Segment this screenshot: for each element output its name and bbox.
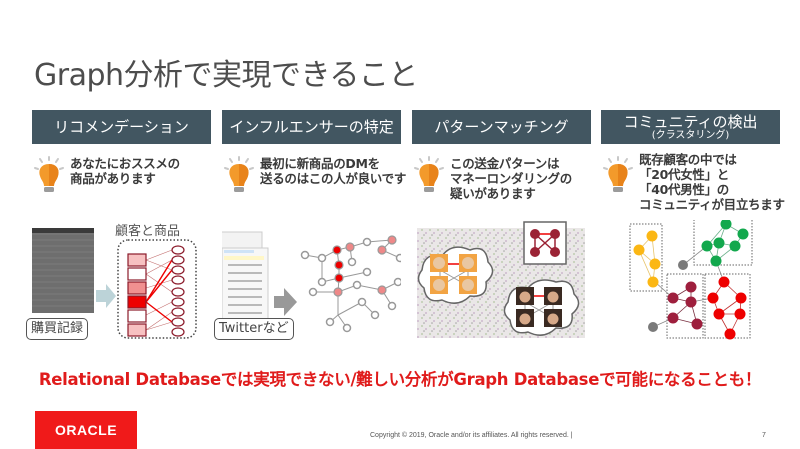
tip-line: マネーロンダリングの bbox=[450, 171, 573, 186]
column-header: リコメンデーション bbox=[32, 110, 211, 144]
influencer-illustration: Twitterなど bbox=[213, 220, 405, 345]
column-community-detection: コミュニティの検出 (クラスタリング) 既存顧客の中では 「20代女性」と 「4… bbox=[601, 110, 785, 350]
pattern-match-faces-graph-icon bbox=[417, 221, 585, 338]
tip-line: 既存顧客の中では bbox=[639, 152, 737, 167]
oracle-logo: ORACLE bbox=[35, 411, 137, 449]
slide-title: Graph分析で実現できること bbox=[34, 58, 418, 93]
tip-line: 送るのはこの人が良いです bbox=[260, 171, 407, 186]
insight-tip: この送金パターンは マネーロンダリングの 疑いがあります bbox=[412, 156, 591, 226]
column-header-sublabel: (クラスタリング) bbox=[651, 129, 730, 141]
column-header-label: リコメンデーション bbox=[54, 118, 189, 136]
conclusion-tagline: Relational Databaseでは実現できない/難しい分析がGraph … bbox=[38, 370, 762, 389]
purchase-records-label: 購買記録 bbox=[26, 318, 89, 340]
column-header-label: インフルエンサーの特定 bbox=[229, 118, 394, 136]
insight-tip: 既存顧客の中では 「20代女性」と 「40代男性」の コミュニティが目立ちます bbox=[601, 152, 785, 226]
tip-line: コミュニティが目立ちます bbox=[639, 197, 785, 212]
tip-line: 「40代男性」の bbox=[639, 182, 729, 197]
column-influencer: インフルエンサーの特定 最初に新商品のDMを 送るのはこの人が良いです bbox=[213, 110, 406, 350]
insight-tip: 最初に新商品のDMを 送るのはこの人が良いです bbox=[222, 156, 406, 226]
column-header: コミュニティの検出 (クラスタリング) bbox=[601, 110, 780, 144]
tip-line: この送金パターンは bbox=[450, 156, 560, 171]
column-pattern-matching: パターンマッチング この送金パターンは マネーロンダリングの 疑いがあります bbox=[412, 110, 591, 350]
tip-line: あなたにおススメの bbox=[70, 156, 180, 171]
lightbulb-icon bbox=[603, 156, 633, 192]
logo-text: ORACLE bbox=[54, 422, 118, 438]
customers-products-label: 顧客と商品 bbox=[115, 224, 181, 239]
column-header-label: コミュニティの検出 bbox=[623, 112, 758, 131]
column-header-label: パターンマッチング bbox=[434, 118, 569, 136]
pattern-matching-illustration bbox=[412, 220, 591, 345]
lightbulb-icon bbox=[224, 156, 254, 192]
lightbulb-icon bbox=[414, 156, 444, 192]
tip-text: あなたにおススメの 商品があります bbox=[70, 156, 180, 186]
column-header: インフルエンサーの特定 bbox=[222, 110, 401, 144]
column-recommendation: リコメンデーション あなたにおススメの 商品があります bbox=[26, 110, 211, 350]
lightbulb-icon bbox=[34, 156, 64, 192]
copyright-notice: Copyright © 2019, Oracle and/or its affi… bbox=[370, 432, 573, 439]
tip-line: 最初に新商品のDMを bbox=[260, 156, 380, 171]
recommendation-illustration: 購買記録 顧客と商品 bbox=[26, 220, 211, 345]
twitter-label: Twitterなど bbox=[214, 318, 294, 340]
page-number: 7 bbox=[762, 432, 766, 439]
tip-text: 最初に新商品のDMを 送るのはこの人が良いです bbox=[260, 156, 406, 186]
tip-line: 疑いがあります bbox=[450, 186, 536, 201]
tip-line: 商品があります bbox=[70, 171, 156, 186]
community-clusters-graph-icon bbox=[629, 217, 753, 340]
tip-text: 既存顧客の中では 「20代女性」と 「40代男性」の コミュニティが目立ちます bbox=[639, 152, 785, 212]
community-detection-illustration bbox=[601, 217, 780, 345]
social-feed-to-network-graph-icon bbox=[213, 231, 405, 333]
tip-line: 「20代女性」と bbox=[639, 167, 729, 182]
tip-text: この送金パターンは マネーロンダリングの 疑いがあります bbox=[450, 156, 572, 201]
insight-tip: あなたにおススメの 商品があります bbox=[32, 156, 211, 226]
purchase-table-to-bipartite-graph-icon bbox=[32, 228, 197, 339]
column-header: パターンマッチング bbox=[412, 110, 591, 144]
